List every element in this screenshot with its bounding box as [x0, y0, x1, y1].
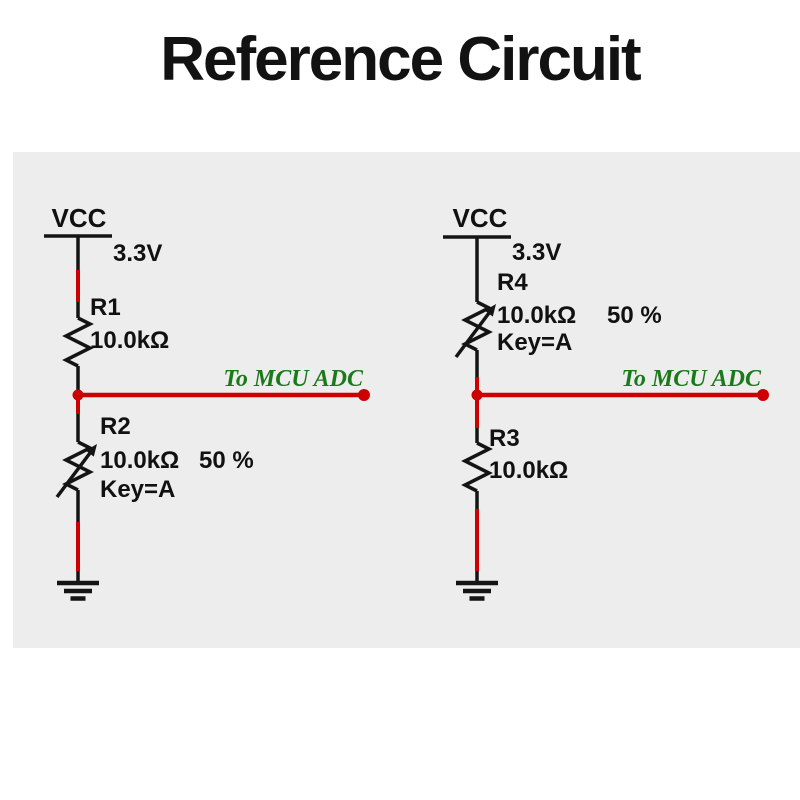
resistor-r1: R1 10.0kΩ — [62, 294, 169, 368]
resistor-value-label: 10.0kΩ — [100, 447, 179, 474]
resistor-zigzag-icon — [461, 441, 493, 493]
output-net-right: To MCU ADC — [471, 366, 769, 401]
potentiometer-arrow-icon — [55, 451, 92, 499]
output-net-left: To MCU ADC — [72, 366, 370, 401]
potentiometer-arrowhead-icon — [484, 304, 496, 317]
resistor-value-label: 10.0kΩ — [489, 457, 568, 484]
page-title: Reference Circuit — [160, 25, 641, 94]
resistor-ref-label: R1 — [90, 294, 121, 321]
potentiometer-r2: R2 10.0kΩ 50 % Key=A — [55, 413, 254, 503]
schematic-panel — [13, 152, 800, 648]
resistor-value-label: 10.0kΩ — [497, 302, 576, 329]
resistor-ref-label: R4 — [497, 269, 528, 296]
ground-symbol-right — [456, 580, 498, 601]
net-label-to-mcu-adc: To MCU ADC — [223, 366, 364, 392]
net-end-dot — [358, 389, 370, 401]
resistor-value-label: 10.0kΩ — [90, 327, 169, 354]
ground-symbol-left — [57, 580, 99, 601]
potentiometer-r4: R4 10.0kΩ 50 % Key=A — [454, 269, 662, 359]
circuit-left-divider: VCC 3.3V R1 10.0kΩ To MCU ADC — [44, 203, 370, 601]
resistor-ref-label: R2 — [100, 413, 131, 440]
potentiometer-arrow-icon — [454, 311, 491, 359]
circuit-right-divider: VCC 3.3V R4 10.0kΩ 50 % Key=A — [443, 203, 769, 601]
resistor-r3: R3 10.0kΩ — [461, 425, 568, 493]
pot-key-label: Key=A — [497, 329, 572, 356]
voltage-label-right: 3.3V — [512, 239, 561, 266]
resistor-ref-label: R3 — [489, 425, 520, 452]
resistor-zigzag-icon — [62, 316, 94, 368]
vcc-label-right: VCC — [453, 203, 508, 233]
wiper-setting-label: 50 % — [607, 302, 662, 329]
pot-key-label: Key=A — [100, 476, 175, 503]
net-end-dot — [757, 389, 769, 401]
wiper-setting-label: 50 % — [199, 447, 254, 474]
potentiometer-arrowhead-icon — [85, 444, 97, 457]
voltage-label-left: 3.3V — [113, 240, 162, 267]
net-label-to-mcu-adc: To MCU ADC — [621, 366, 762, 392]
vcc-label-left: VCC — [52, 203, 107, 233]
